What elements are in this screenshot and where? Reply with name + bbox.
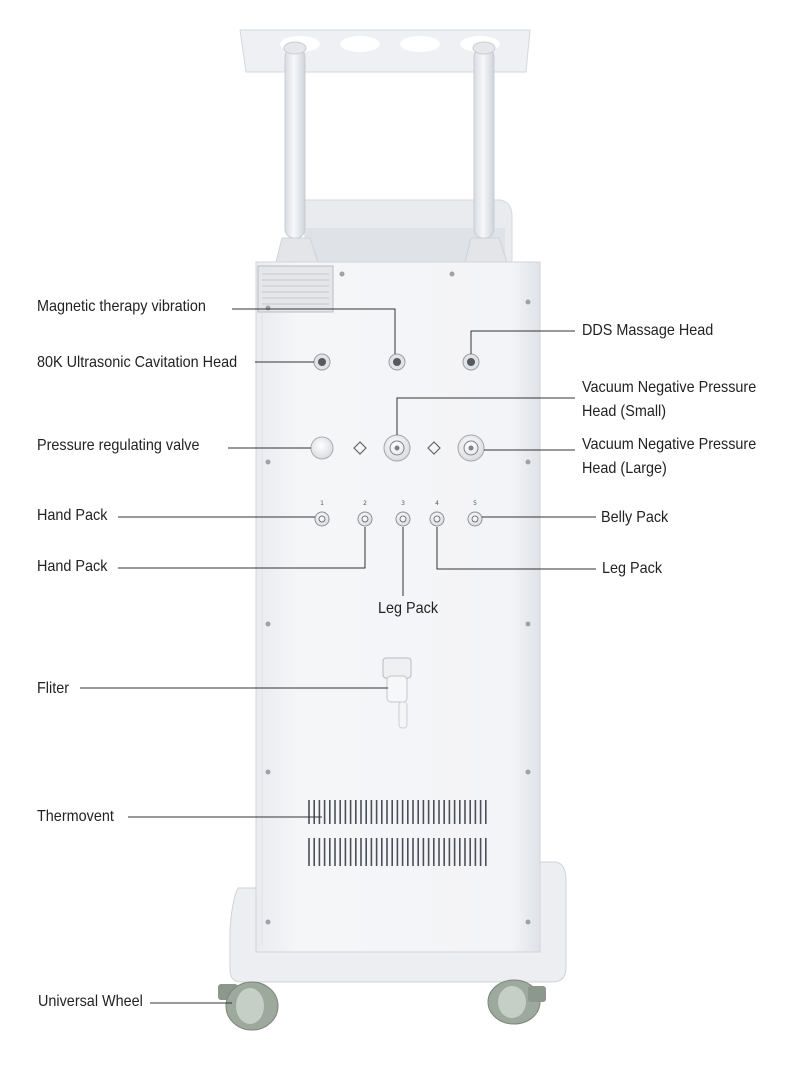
label-hand-pack-1: Hand Pack (37, 507, 108, 524)
label-dds-massage: DDS Massage Head (582, 322, 714, 339)
pack-port-5 (467, 511, 483, 527)
pack-port-1 (314, 511, 330, 527)
gauge-marker-right (427, 441, 441, 455)
label-fliter: Fliter (37, 680, 70, 697)
label-vacuum-large-line1: Vacuum Negative Pressure (582, 436, 757, 453)
label-cavitation-head: 80K Ultrasonic Cavitation Head (37, 354, 238, 371)
label-pressure-valve: Pressure regulating valve (37, 437, 200, 454)
holder-poles (275, 41, 508, 263)
thermovent-grille (308, 800, 487, 866)
label-vacuum-large: Vacuum Negative Pressure Head (Large) (582, 433, 756, 481)
machine-base (229, 861, 567, 983)
gauge-marker-left (353, 441, 367, 455)
vacuum-port-small (383, 434, 411, 462)
pack-port-2 (357, 511, 373, 527)
spec-plate (257, 265, 334, 313)
label-vacuum-small-line1: Vacuum Negative Pressure (582, 379, 757, 396)
label-thermovent: Thermovent (37, 808, 114, 825)
pack-port-3 (395, 511, 411, 527)
label-leg-pack-center: Leg Pack (378, 600, 439, 617)
pressure-knob (310, 436, 334, 460)
universal-wheel-right (487, 979, 546, 1025)
pack-port-4 (429, 511, 445, 527)
label-vacuum-large-line2: Head (Large) (582, 460, 667, 477)
machine-body (255, 261, 541, 953)
port-number-1: 1 (320, 500, 324, 507)
label-universal-wheel: Universal Wheel (38, 993, 143, 1010)
universal-wheel-left (218, 981, 279, 1031)
port-number-2: 2 (363, 500, 367, 507)
filter-bottle (382, 657, 412, 729)
label-leg-pack-right: Leg Pack (602, 560, 663, 577)
port-number-3: 3 (401, 500, 405, 507)
label-hand-pack-2: Hand Pack (37, 558, 108, 575)
port-number-5: 5 (473, 500, 477, 507)
handle-holder-tray (239, 29, 531, 73)
dds-port (462, 353, 480, 371)
label-vacuum-small: Vacuum Negative Pressure Head (Small) (582, 376, 756, 424)
label-magnetic-therapy: Magnetic therapy vibration (37, 298, 206, 315)
cavitation-port (313, 353, 331, 371)
vacuum-port-large (457, 434, 485, 462)
magnetic-port (388, 353, 406, 371)
port-number-4: 4 (435, 500, 439, 507)
leader-lines (80, 308, 596, 1004)
top-head (304, 199, 513, 263)
label-belly-pack: Belly Pack (601, 509, 669, 526)
label-vacuum-small-line2: Head (Small) (582, 403, 667, 420)
